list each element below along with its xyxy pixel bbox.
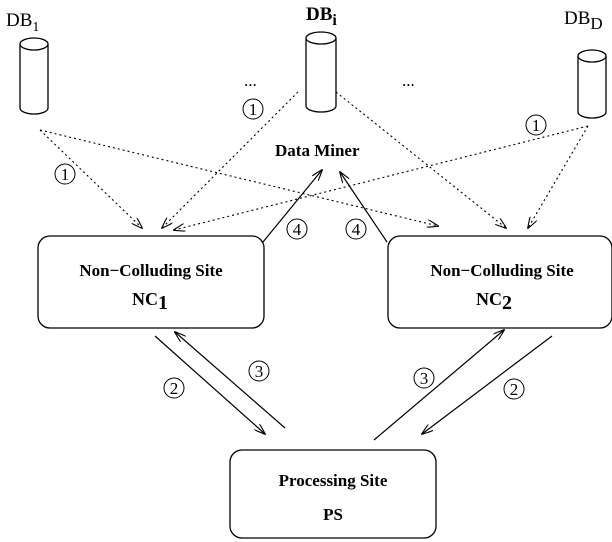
db-i-cylinder-icon	[305, 31, 337, 113]
svg-text:1: 1	[249, 100, 258, 119]
db-1-cylinder-icon	[19, 37, 49, 115]
nc-2-code: NC2	[476, 289, 512, 314]
nc-1-title: Non−Colluding Site	[79, 261, 223, 280]
data-miner-label: Data Miner	[275, 141, 360, 160]
processing-site-code: PS	[323, 505, 343, 524]
nc-1-code: NC1	[132, 289, 168, 314]
step-badge-1-left: 1	[54, 163, 76, 185]
svg-text:4: 4	[293, 220, 302, 239]
step-1-arrows	[39, 91, 589, 230]
step-badge-2-left: 2	[163, 377, 185, 399]
svg-text:3: 3	[420, 369, 429, 388]
svg-text:1: 1	[61, 165, 70, 184]
svg-text:2: 2	[510, 380, 519, 399]
db-i-label: DBi	[306, 4, 337, 29]
step-badge-3-right: 3	[413, 367, 435, 389]
db-i-base: DB	[306, 4, 333, 25]
ellipsis-right: ...	[402, 71, 415, 90]
svg-text:4: 4	[352, 220, 361, 239]
db-1-label: DB1	[6, 10, 39, 35]
db-d-label: DBD	[564, 8, 603, 33]
db-1-sub: 1	[32, 20, 39, 35]
db-d-base: DB	[564, 8, 590, 29]
step-4-arrows	[262, 170, 388, 243]
nc-2-box: Non−Colluding Site NC2	[387, 235, 612, 329]
nc-1-code-base: NC	[132, 289, 158, 309]
nc-1-code-sub: 1	[158, 292, 168, 314]
step-badge-1-right: 1	[525, 114, 547, 136]
ellipsis-left: ...	[244, 71, 257, 90]
nc-1-box: Non−Colluding Site NC1	[37, 235, 265, 329]
svg-text:3: 3	[255, 362, 264, 381]
svg-text:2: 2	[170, 379, 179, 398]
step-badge-3-left: 3	[248, 360, 270, 382]
db-d-cylinder-icon	[577, 49, 607, 119]
nc-2-code-base: NC	[476, 289, 502, 309]
step-badge-1-center: 1	[242, 98, 264, 120]
db-1-base: DB	[6, 10, 32, 31]
processing-site-title: Processing Site	[279, 471, 388, 490]
step-2-3-arrows	[154, 330, 553, 441]
step-badge-4-right: 4	[345, 218, 367, 240]
nc-2-title: Non−Colluding Site	[430, 261, 574, 280]
svg-text:1: 1	[532, 116, 541, 135]
nc-2-code-sub: 2	[502, 292, 512, 314]
step-badge-2-right: 2	[503, 378, 525, 400]
step-badge-4-left: 4	[286, 218, 308, 240]
processing-site-box: Processing Site PS	[229, 449, 437, 539]
db-d-sub: D	[590, 14, 602, 33]
db-i-sub: i	[332, 12, 337, 29]
